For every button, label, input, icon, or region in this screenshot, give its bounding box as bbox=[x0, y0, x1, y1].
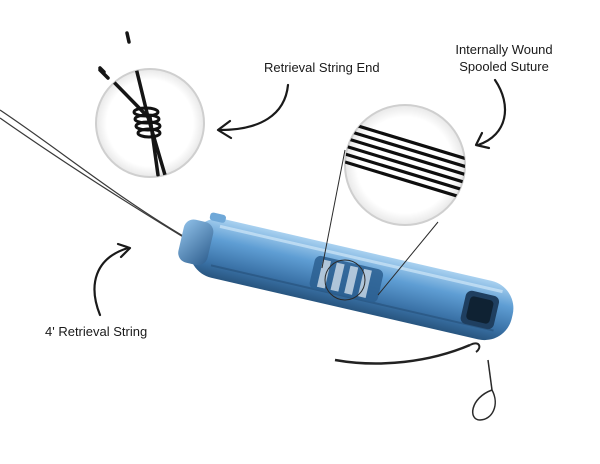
suture-needle bbox=[334, 342, 481, 365]
curved-arrow-icon bbox=[474, 78, 507, 150]
spooled-suture-device bbox=[178, 212, 514, 341]
retrieval-string-end-magnifier bbox=[95, 66, 205, 178]
spool-window bbox=[309, 255, 384, 303]
curved-arrow-icon bbox=[93, 242, 132, 317]
label-spooled-suture: Internally Wound Spooled Suture bbox=[437, 41, 571, 75]
retrieval-string bbox=[0, 109, 199, 247]
string-above-lens bbox=[125, 31, 131, 44]
spooled-suture-magnifier bbox=[344, 104, 466, 226]
needle-slot bbox=[460, 290, 500, 330]
label-retrieval-string: 4' Retrieval String bbox=[45, 324, 148, 339]
label-suture-line1: Internally Wound bbox=[455, 42, 553, 57]
label-retrieval-string-end: Retrieval String End bbox=[264, 60, 380, 75]
curved-arrow-icon bbox=[216, 83, 290, 140]
retrieval-loop bbox=[471, 359, 496, 421]
string-left-lens bbox=[98, 68, 110, 80]
magnifier-connectors bbox=[321, 149, 439, 301]
label-suture-line2: Spooled Suture bbox=[459, 59, 549, 74]
